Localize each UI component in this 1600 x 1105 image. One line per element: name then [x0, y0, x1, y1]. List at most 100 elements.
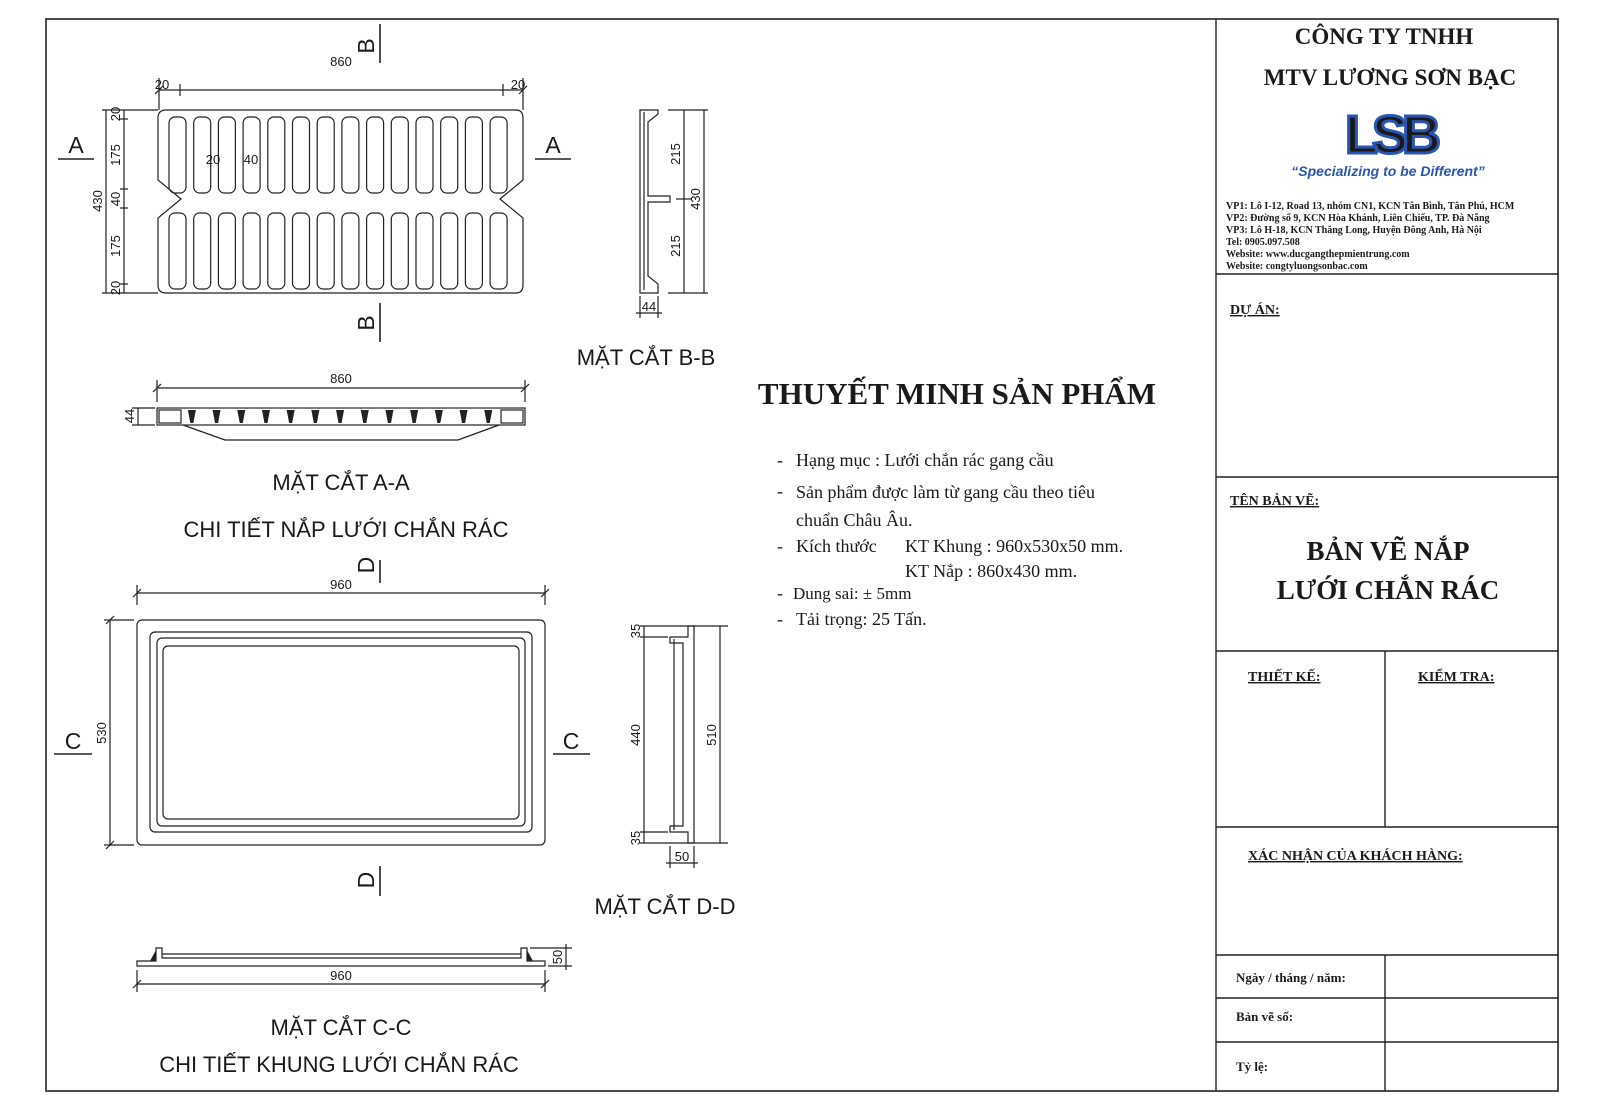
address-line: VP2: Đường số 9, KCN Hòa Khánh, Liên Chi…: [1226, 213, 1490, 224]
description-item: Kích thước: [796, 536, 877, 556]
company-logo: LSB: [1344, 104, 1447, 167]
marker-a-left: A: [68, 132, 84, 158]
cover-plan: [58, 24, 571, 342]
cover-slot: [489, 116, 508, 194]
project-label: DỰ ÁN:: [1230, 301, 1280, 318]
frame-detail-title: CHI TIẾT KHUNG LƯỚI CHẮN RÁC: [159, 1052, 519, 1077]
company-slogan: “Specializing to be Different”: [1291, 163, 1484, 179]
title-block-lines: [1215, 19, 1558, 1091]
sheet-border: [45, 18, 1559, 1092]
cover-slot: [193, 116, 212, 194]
section-rib: [410, 410, 419, 423]
cover-slot: [291, 116, 311, 194]
cover-slot: [440, 212, 459, 290]
description-item: KT Nắp : 860x430 mm.: [905, 561, 1077, 581]
phone-line: Tel: 0905.097.508: [1226, 237, 1300, 248]
section-aa-drawing: [132, 380, 530, 441]
dim-bb-total: 430: [688, 188, 703, 210]
description-item: Hạng mục : Lưới chắn rác gang cầu: [796, 450, 1054, 470]
section-cc-flanges: [150, 950, 533, 961]
cover-slot: [316, 212, 335, 290]
drawing-name-line1: BẢN VẼ NẮP: [1306, 535, 1469, 566]
dim-dd-top: 35: [628, 624, 643, 638]
company-name-line2: MTV LƯƠNG SƠN BẠC: [1264, 65, 1516, 90]
cover-slot: [390, 212, 409, 290]
cover-slot: [341, 212, 360, 290]
section-rib: [187, 410, 196, 423]
bullet-dash: -: [777, 450, 783, 470]
section-dd-drawing: [640, 625, 728, 868]
section-rib: [311, 410, 320, 423]
dim-top: 20: [108, 107, 123, 121]
dim-bb-half-top: 215: [668, 143, 683, 165]
cover-slot: [242, 212, 261, 290]
cover-slot: [217, 116, 236, 194]
dim-dd-total: 510: [704, 724, 719, 746]
website-line: Website: congtyluongsonbac.com: [1226, 261, 1368, 272]
dim-aa-width: 860: [330, 371, 352, 386]
dim-dd-thickness: 50: [675, 849, 689, 864]
cover-slot: [168, 116, 187, 194]
dim-dd-middle: 440: [628, 724, 643, 746]
section-rib: [484, 410, 493, 423]
dim-aa-thickness: 44: [122, 409, 137, 423]
cover-slot: [464, 212, 483, 290]
dim-bb-half-bottom: 215: [668, 235, 683, 257]
dim-dd-bottom: 35: [628, 831, 643, 845]
marker-c-right: C: [563, 728, 580, 754]
bullet-dash: -: [777, 481, 783, 501]
cover-slot: [341, 116, 360, 194]
dim-bottom: 20: [108, 281, 123, 295]
cover-slot: [366, 212, 385, 290]
design-label: THIẾT KẾ:: [1248, 668, 1321, 685]
cover-slot: [242, 116, 261, 194]
section-rib: [434, 410, 443, 423]
dim-cc-width: 960: [330, 968, 352, 983]
marker-a-right: A: [545, 132, 561, 158]
section-rib: [459, 410, 468, 423]
website-line: Website: www.ducgangthepmientrung.com: [1226, 249, 1410, 260]
marker-b-top: B: [353, 38, 379, 53]
dim-frame-width: 960: [330, 577, 352, 592]
cover-detail-title: CHI TIẾT NẮP LƯỚI CHẮN RÁC: [184, 517, 509, 542]
cover-slot: [267, 116, 286, 194]
address-line: VP3: Lô H-18, KCN Thăng Long, Huyện Đông…: [1226, 225, 1482, 236]
sheet-number-label: Bản vẽ số:: [1236, 1009, 1293, 1024]
description-item: KT Khung : 960x530x50 mm.: [905, 536, 1123, 556]
marker-b-bottom: B: [353, 315, 379, 330]
scale-label: Tỷ lệ:: [1236, 1059, 1268, 1074]
drawing-name-label: TÊN BẢN VẼ:: [1230, 491, 1319, 509]
marker-d-top: D: [353, 557, 379, 574]
company-name-line1: CÔNG TY TNHH: [1295, 23, 1474, 49]
date-label: Ngày / tháng / năm:: [1236, 970, 1346, 985]
cover-slot: [440, 116, 459, 194]
dim-frame-height: 530: [94, 722, 109, 744]
section-aa-ribs: [187, 410, 493, 423]
cover-slot: [193, 212, 212, 290]
cover-slot: [489, 212, 508, 290]
cover-slot: [217, 212, 236, 290]
description-title: THUYẾT MINH SẢN PHẨM: [758, 375, 1156, 411]
bullet-dash: -: [777, 583, 783, 603]
dim-half-bottom: 175: [108, 235, 123, 257]
dim-half-top: 175: [108, 144, 123, 166]
section-rib: [286, 410, 295, 423]
cover-slots: [168, 116, 508, 290]
description-item: Tải trọng: 25 Tấn.: [796, 609, 927, 629]
cover-slot: [390, 116, 409, 194]
section-dd-title: MẶT CẮT D-D: [595, 894, 736, 919]
dim-cover-width: 860: [330, 54, 352, 69]
marker-c-left: C: [65, 728, 82, 754]
cover-slot: [366, 116, 385, 194]
cover-slot: [415, 212, 434, 290]
section-bb-drawing: [636, 109, 708, 318]
drawing-name-line2: LƯỚI CHẮN RÁC: [1277, 574, 1500, 605]
dim-slot-gap: 40: [244, 152, 258, 167]
section-rib: [237, 410, 246, 423]
frame-plan: [54, 560, 590, 896]
dim-bb-thickness: 44: [642, 299, 656, 314]
dim-middle: 40: [108, 192, 123, 206]
section-rib: [336, 410, 345, 423]
address-line: VP1: Lô I-12, Road 13, nhóm CN1, KCN Tân…: [1226, 201, 1515, 212]
